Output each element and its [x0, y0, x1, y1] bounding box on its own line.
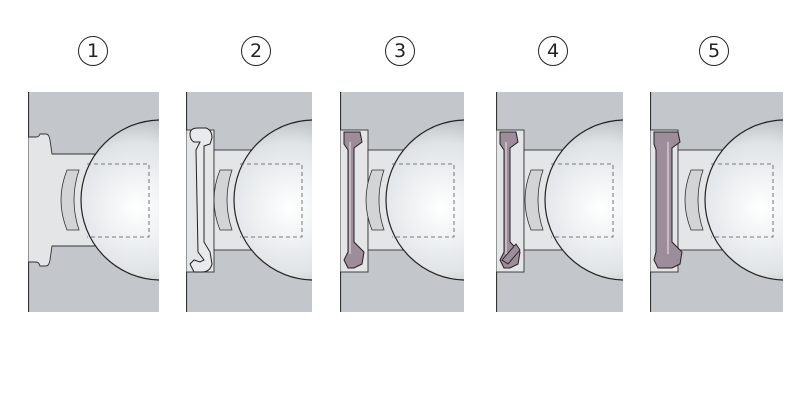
- ball-hidden-outline: [240, 163, 303, 238]
- ball: [385, 119, 464, 281]
- cage: [684, 169, 704, 231]
- panel-5-bearing-section: [650, 92, 783, 312]
- panel-2-bearing-section: [186, 92, 312, 312]
- ball-hidden-outline: [551, 163, 614, 238]
- panel-3-label: 3: [385, 36, 415, 66]
- panel-4-bearing-section: [496, 92, 623, 312]
- ball-hidden-outline: [392, 163, 455, 238]
- panel-1-label: 1: [78, 36, 108, 66]
- cage: [365, 169, 385, 231]
- panel-2-label: 2: [241, 36, 271, 66]
- ball: [544, 119, 623, 281]
- cage: [60, 169, 80, 231]
- seal-secondary-lip: [501, 243, 521, 265]
- ball-hidden-outline: [711, 163, 774, 238]
- ball: [704, 119, 783, 281]
- ball: [233, 119, 312, 281]
- panel-4-label: 4: [538, 36, 568, 66]
- panel-5-label: 5: [699, 36, 729, 66]
- rubber-seal: [499, 131, 521, 269]
- cage: [524, 169, 544, 231]
- cage: [213, 169, 233, 231]
- panel-3-bearing-section: [340, 92, 464, 312]
- ball: [80, 119, 159, 281]
- metal-shield-seal: [189, 127, 213, 273]
- ball-hidden-outline: [87, 163, 150, 238]
- panel-1-bearing-section: [28, 92, 159, 312]
- rubber-seal: [343, 131, 365, 269]
